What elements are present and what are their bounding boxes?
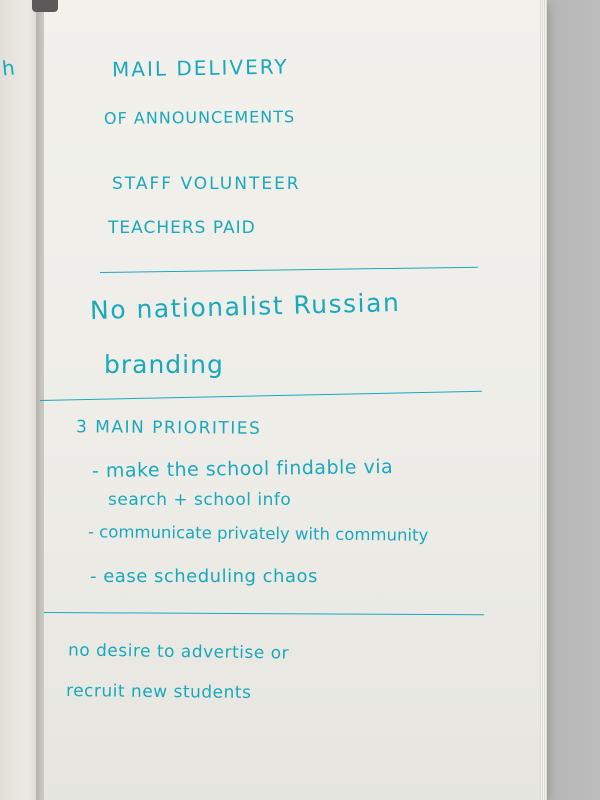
page-edges (540, 0, 547, 800)
note-priorities-heading: 3 MAIN PRIORITIES (75, 417, 262, 439)
binding-clip (32, 0, 58, 12)
note-priority-2: - communicate privately with community (87, 522, 429, 545)
note-teachers-paid: TEACHERS PAID (108, 218, 256, 238)
note-recruit-new-students: recruit new students (65, 681, 252, 703)
note-branding: branding (104, 350, 224, 379)
left-page-text-fragment: h (0, 55, 16, 81)
left-notebook-page: h (0, 0, 40, 800)
note-no-desire-to-advertise: no desire to advertise or (67, 640, 290, 664)
note-staff-volunteer: STAFF VOLUNTEER (112, 174, 301, 194)
note-of-announcements: OF ANNOUNCEMENTS (103, 107, 296, 128)
notebook-page (44, 0, 544, 800)
note-priority-1-continued: search + school info (108, 490, 292, 510)
note-mail-delivery: MAIL DELIVERY (111, 54, 289, 82)
note-priority-1: - make the school findable via (91, 455, 394, 483)
note-priority-3: - ease scheduling chaos (90, 566, 318, 587)
